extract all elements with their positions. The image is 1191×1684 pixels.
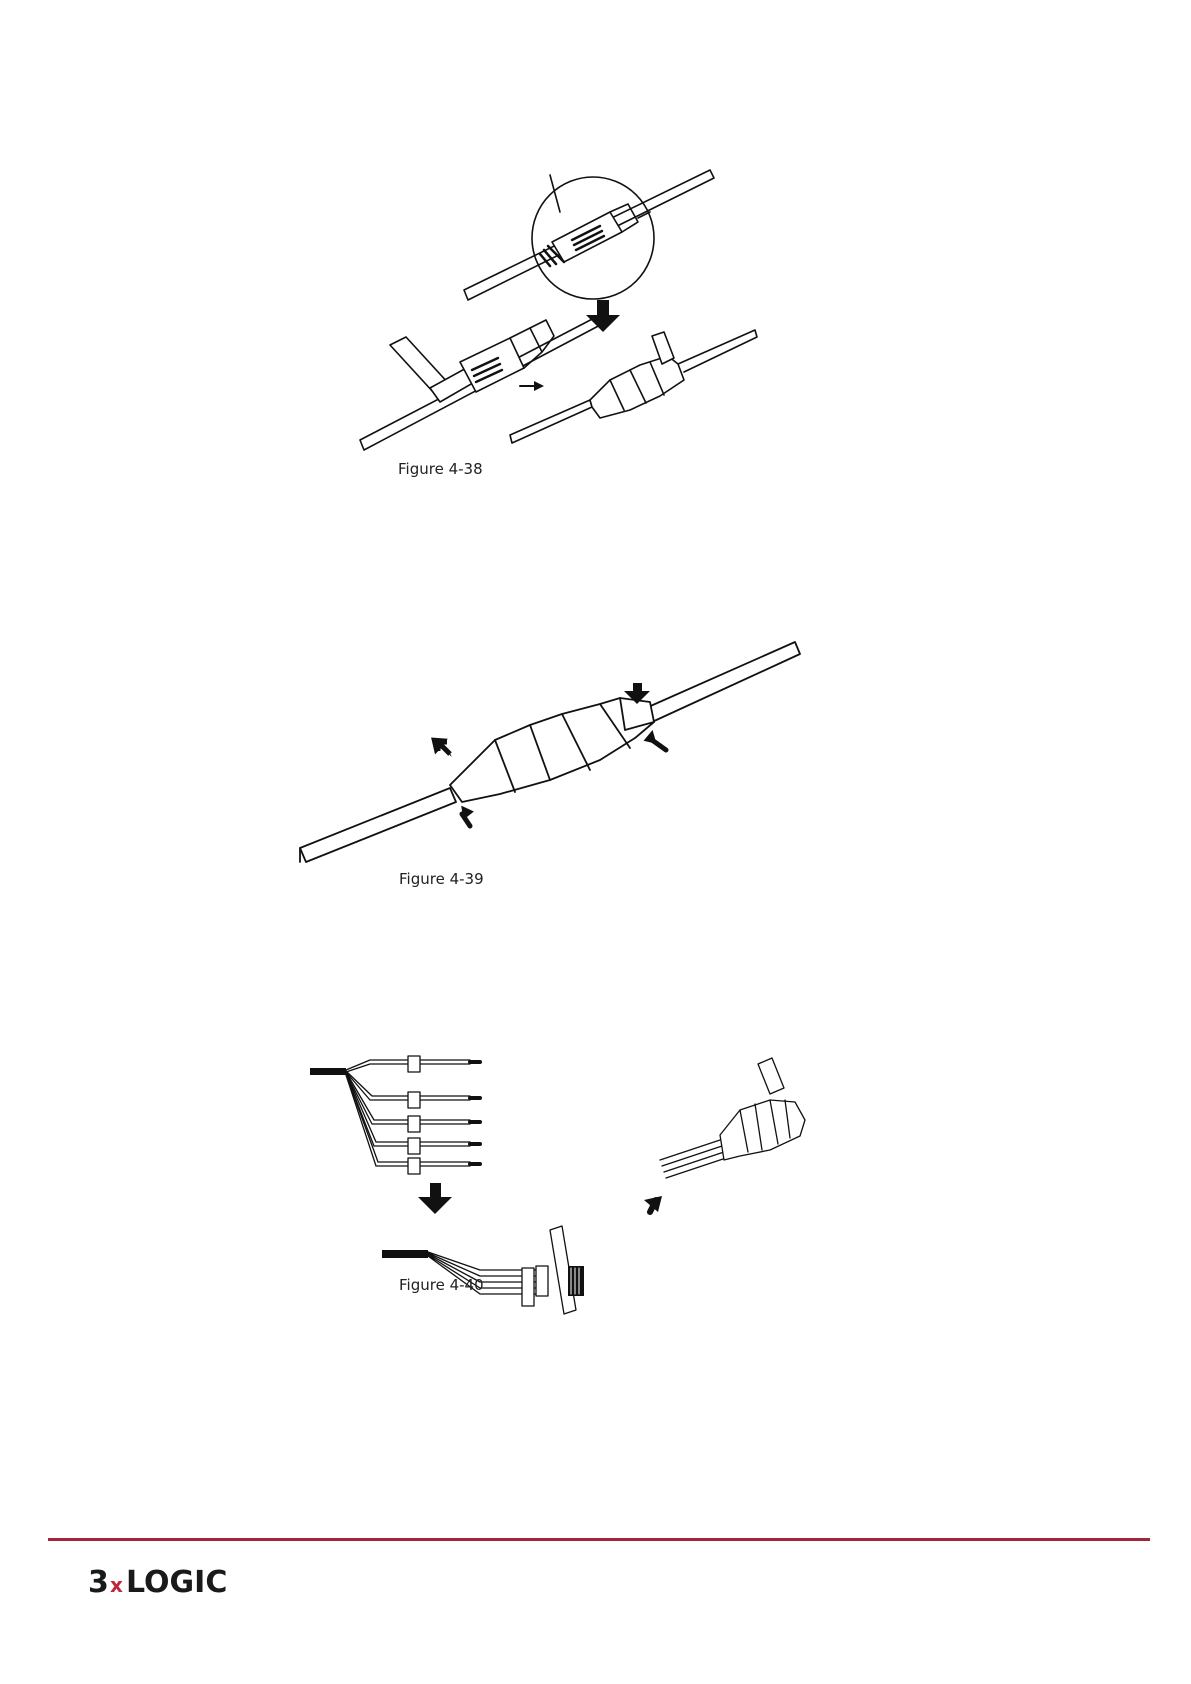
figure-4-39-illustration	[300, 630, 860, 880]
logo-part-logic: LOGIC	[126, 1565, 227, 1600]
figure-caption: Figure 4-38	[398, 460, 483, 478]
figure-caption: Figure 4-39	[399, 870, 484, 888]
company-logo: 3 x LOGIC	[88, 1562, 258, 1602]
figure-4-39: Figure 4-39	[300, 630, 860, 920]
logo-part-x: x	[110, 1573, 123, 1597]
figure-4-40: Figure 4-40	[300, 1040, 860, 1340]
figure-4-40-illustration	[300, 1040, 860, 1300]
footer-divider	[48, 1538, 1150, 1541]
figure-4-38: Figure 4-38	[360, 160, 840, 520]
figure-4-38-illustration	[360, 160, 840, 480]
figure-caption: Figure 4-40	[399, 1276, 484, 1294]
logo-part-3: 3	[88, 1565, 109, 1600]
